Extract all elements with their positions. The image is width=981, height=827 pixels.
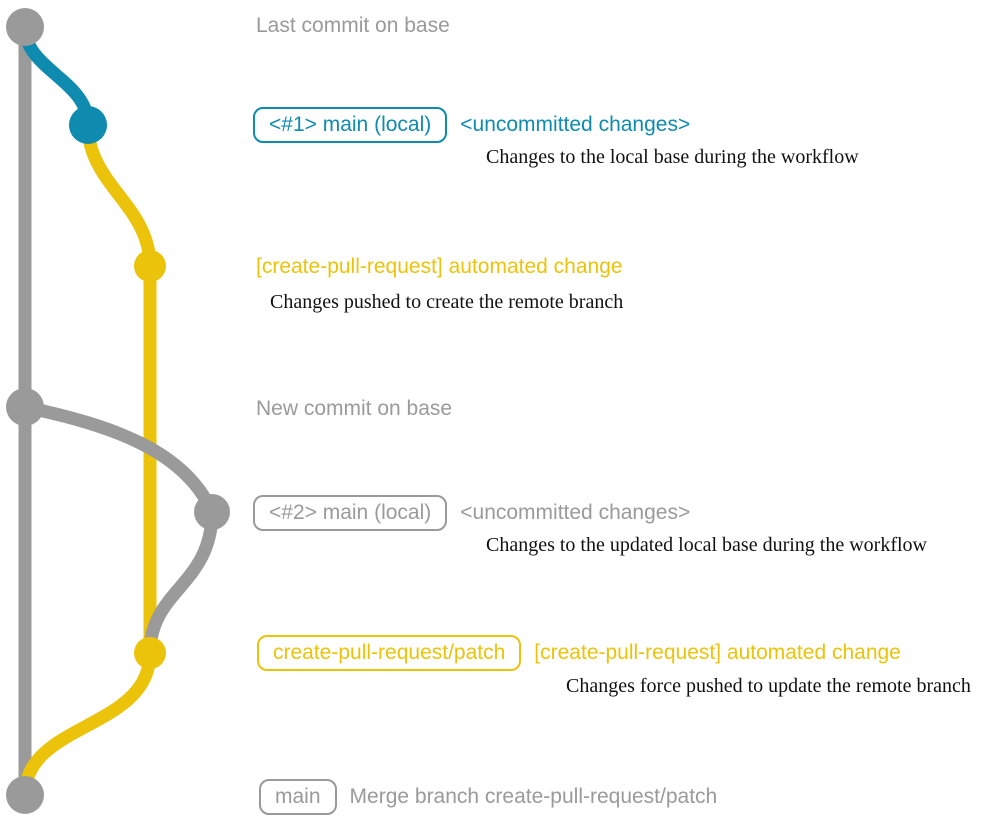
commit-node-last-commit-on-base[interactable] — [6, 8, 44, 46]
branch-badge-main-local-2[interactable]: <#2> main (local) — [253, 495, 448, 531]
row-merge: main Merge branch create-pull-request/pa… — [259, 779, 717, 815]
row-last-commit: Last commit on base — [256, 13, 450, 39]
last-commit-headline: Last commit on base — [256, 14, 450, 37]
commit-description-patch-1: Changes pushed to create the remote bran… — [270, 291, 624, 313]
automated-change-headline-1: [create-pull-request] automated change — [256, 255, 623, 278]
row-automated-change-2: create-pull-request/patch [create-pull-r… — [257, 635, 901, 671]
commit-description-local-1: Changes to the local base during the wor… — [486, 146, 859, 168]
automated-change-headline-2: [create-pull-request] automated change — [534, 641, 901, 664]
row-local-1: <#1> main (local) <uncommitted changes> — [253, 107, 690, 143]
commit-subject-uncommitted-changes-2: <uncommitted changes> — [460, 501, 691, 524]
commit-node-local-1[interactable] — [69, 106, 107, 144]
commit-node-new-commit-on-base[interactable] — [6, 388, 44, 426]
commit-description-patch-2: Changes force pushed to update the remot… — [566, 675, 971, 697]
row-new-commit: New commit on base — [256, 396, 452, 422]
new-commit-headline: New commit on base — [256, 397, 453, 420]
commit-node-merge[interactable] — [6, 776, 44, 814]
row-local-2: <#2> main (local) <uncommitted changes> — [253, 495, 690, 531]
commit-subject-merge: Merge branch create-pull-request/patch — [349, 785, 718, 808]
commit-node-local-2[interactable] — [194, 494, 230, 530]
branch-badge-main-local-1[interactable]: <#1> main (local) — [253, 107, 448, 143]
edge-patch-2-to-merge — [18, 646, 157, 802]
edge-base-to-local-2 — [18, 400, 219, 519]
commit-subject-uncommitted-changes-1: <uncommitted changes> — [460, 113, 691, 136]
commit-node-patch-1[interactable] — [134, 250, 166, 282]
branch-badge-create-pull-request-patch[interactable]: create-pull-request/patch — [257, 635, 522, 671]
edge-local-2-to-patch-2 — [143, 505, 219, 660]
row-automated-change-1: [create-pull-request] automated change — [256, 254, 623, 280]
commit-node-patch-2[interactable] — [134, 637, 166, 669]
commit-description-local-2: Changes to the updated local base during… — [486, 534, 927, 556]
branch-badge-main[interactable]: main — [259, 779, 337, 815]
edge-local-1-to-patch-1 — [81, 118, 157, 273]
